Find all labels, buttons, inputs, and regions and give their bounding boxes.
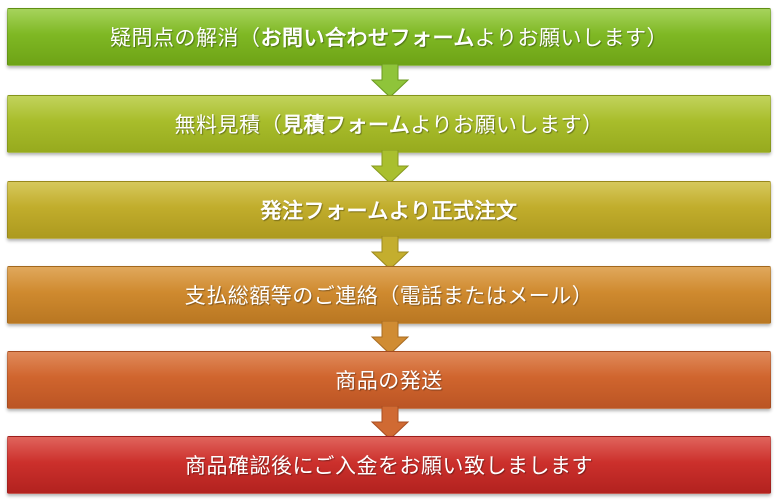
flow-step-shipping: 商品の発送 [7,351,771,409]
flow-step-shipping-text: 商品の発送 [335,369,443,393]
flow-step-inquiry: 疑問点の解消（お問い合わせフォームよりお願いします） [7,8,771,66]
down-arrow-icon [370,64,410,98]
flow-step-estimate-text-pre: 無料見積（ [174,113,283,137]
flow-step-payment-text: 商品確認後にご入金をお願い致しまします [184,454,594,478]
flow-step-payment-notice: 支払総額等のご連絡（電話またはメール） [7,266,771,324]
down-arrow-icon [370,321,410,355]
flow-step-payment-notice-text: 支払総額等のご連絡（電話またはメール） [184,284,594,308]
flow-step-order: 発注フォームより正式注文 [7,181,771,239]
flow-step-estimate: 無料見積（見積フォームよりお願いします） [7,95,771,153]
flow-step-inquiry-text-post: よりお願いします） [474,26,668,50]
flow-step-order-text-bold: 発注フォームより正式注文 [260,199,518,223]
flow-step-payment: 商品確認後にご入金をお願い致しまします [7,436,771,494]
flow-step-inquiry-text-pre: 疑問点の解消（ [110,26,261,50]
down-arrow-icon [370,236,410,270]
flow-step-inquiry-text-bold: お問い合わせフォーム [260,26,475,50]
down-arrow-icon [370,150,410,184]
down-arrow-icon [370,406,410,440]
flow-step-estimate-text-post: よりお願いします） [410,113,604,137]
flow-step-estimate-text-bold: 見積フォーム [282,113,411,137]
